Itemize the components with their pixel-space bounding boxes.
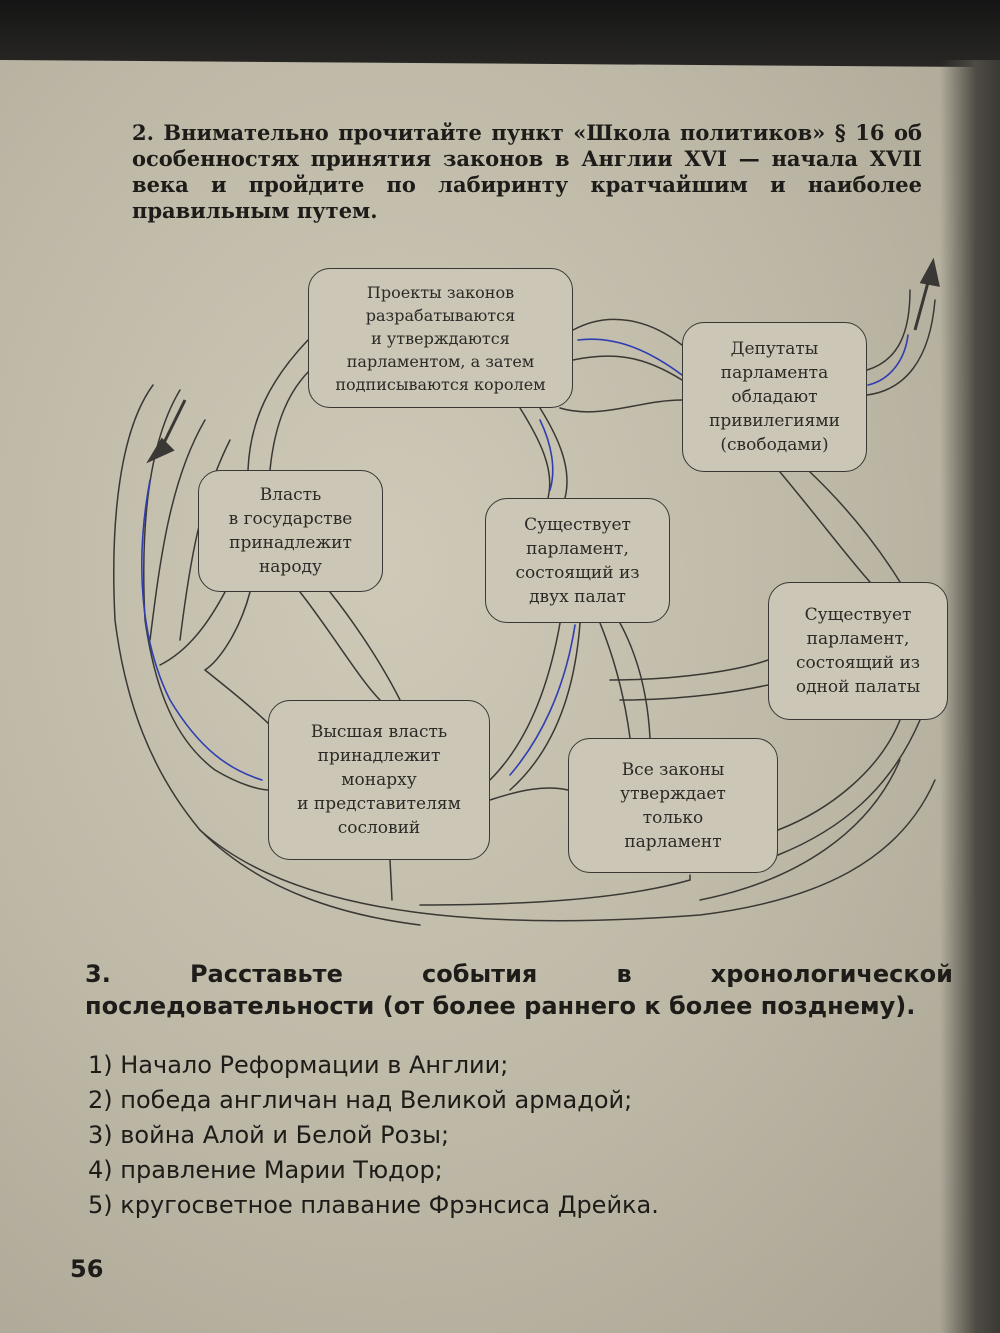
entry-road-inner — [143, 389, 271, 791]
entry-road-outer — [113, 384, 421, 926]
road-two-chambers-monarch — [489, 622, 581, 791]
road-monarch-laws — [489, 787, 569, 801]
road-one-chamber-laws — [777, 719, 921, 856]
road-mid-right — [609, 659, 769, 701]
page-number: 56 — [70, 1255, 104, 1283]
task-2-heading: 2. Внимательно прочитайте пункт «Школа п… — [132, 120, 922, 223]
road-projects-deputies — [572, 318, 683, 381]
page-edge-shadow — [940, 60, 1000, 1333]
road-projects-down — [519, 407, 568, 499]
solution-path — [141, 334, 909, 781]
road-people-up — [247, 339, 311, 471]
list-item: 4) правление Марии Тюдор; — [88, 1156, 443, 1184]
maze-box-all-laws: Все законы утверждает только парламент — [568, 738, 778, 873]
bottom-road-inner — [389, 759, 901, 906]
events-list: 1) Начало Реформации в Англии; 2) победа… — [88, 1048, 948, 1223]
task-3-heading: 3. Расставьте события в хронологической … — [85, 960, 953, 1020]
exit-road — [866, 289, 936, 396]
maze-box-monarch: Высшая власть принадлежит монарху и пред… — [268, 700, 490, 860]
road-people-monarch — [299, 591, 401, 701]
list-item: 3) война Алой и Белой Розы; — [88, 1121, 450, 1149]
list-item: 2) победа англичан над Великой армадой; — [88, 1086, 633, 1114]
bottom-road-outer — [199, 779, 936, 922]
road-left-monarch — [204, 669, 276, 731]
road-people-down — [159, 591, 251, 671]
maze-box-projects: Проекты законов разрабатываются и утверж… — [308, 268, 573, 408]
entry-arrow — [146, 399, 187, 464]
list-item: 1) Начало Реформации в Англии; — [88, 1051, 509, 1079]
left-curve — [149, 419, 231, 641]
maze-box-people-power: Власть в государстве принадлежит народу — [198, 470, 383, 592]
exit-arrow — [913, 257, 940, 331]
maze-box-one-chamber: Существует парламент, состоящий из одной… — [768, 582, 948, 720]
list-item: 5) кругосветное плавание Фрэнсиса Дрейка… — [88, 1191, 659, 1219]
road-deputies-one-chamber — [779, 471, 901, 583]
road-projects-right — [559, 399, 683, 413]
maze-box-two-chambers: Существует парламент, состоящий из двух … — [485, 498, 670, 623]
maze-box-deputies: Депутаты парламента обладают привилегиям… — [682, 322, 867, 472]
